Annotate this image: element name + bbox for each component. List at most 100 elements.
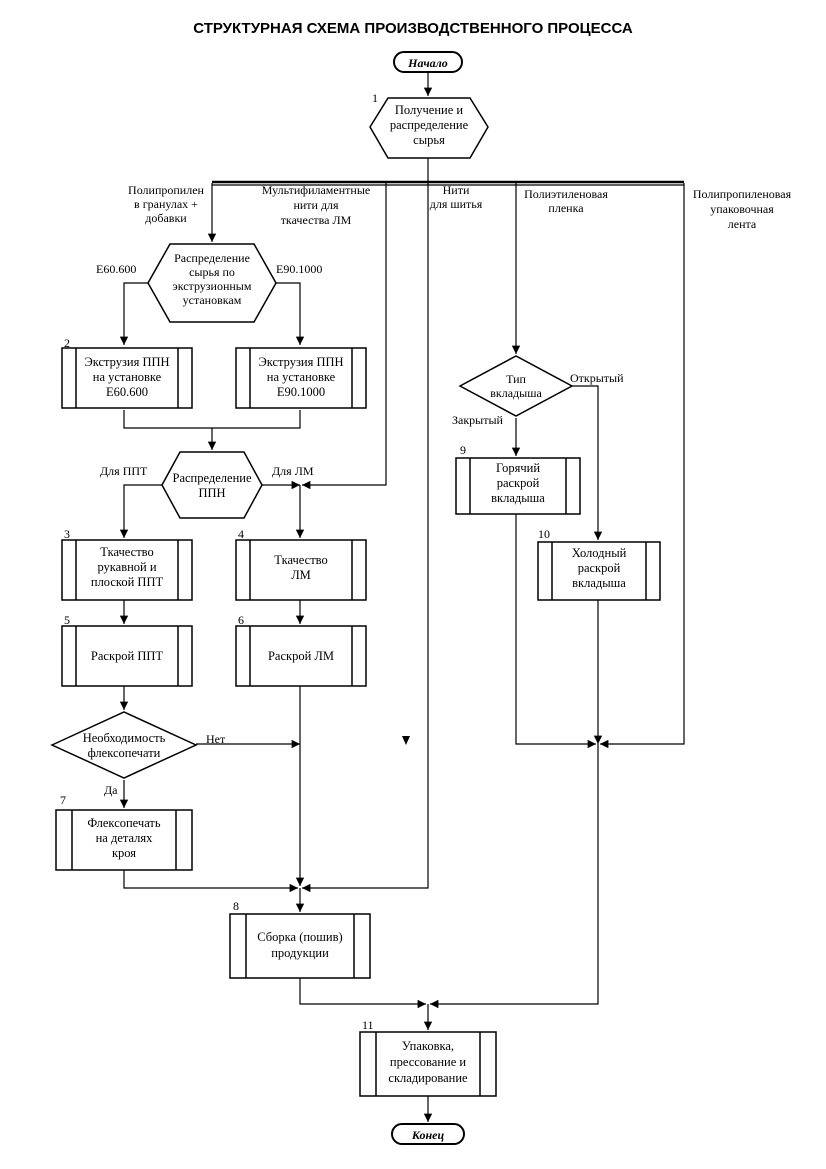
step-2a-box <box>61 347 193 409</box>
connector <box>302 183 429 893</box>
text-line: Экструзия ППН <box>258 355 343 369</box>
text-line: ткачества ЛМ <box>281 213 352 227</box>
text-line: экструзионным <box>173 279 252 293</box>
connector <box>515 514 596 749</box>
step-6-label: Раскрой ЛМ <box>268 649 334 663</box>
text-line: упаковочная <box>710 202 774 216</box>
stray-arrowhead <box>402 736 410 745</box>
text-line: флексопечати <box>88 746 161 760</box>
text-line: сырья <box>413 133 445 147</box>
text-line: Ткачество <box>100 545 153 559</box>
connector <box>123 410 301 429</box>
text-line: рукавной и <box>97 560 156 574</box>
text-line: Мультифиламентные <box>262 183 370 197</box>
connector <box>299 978 426 1009</box>
text-line: добавки <box>145 211 187 225</box>
connector <box>276 282 305 345</box>
text-line: складирование <box>388 1071 468 1085</box>
start-label: Начало <box>407 56 448 70</box>
step-number: 10 <box>538 527 550 541</box>
text-line: прессование и <box>390 1055 466 1069</box>
text-line: Сборка (пошив) <box>257 930 342 944</box>
text-line: Экструзия ППН <box>84 355 169 369</box>
e90-label: E90.1000 <box>276 262 322 276</box>
text-line: вкладыша <box>572 576 626 590</box>
step-11-box <box>359 1031 497 1097</box>
step-number: 6 <box>238 613 244 627</box>
yes-label: Да <box>104 783 118 797</box>
step-9-box <box>455 457 581 515</box>
text-line: распределение <box>390 118 469 132</box>
text-line: плоской ППТ <box>91 575 164 589</box>
text-line: вкладыша <box>491 491 545 505</box>
end-label: Конец <box>411 1128 445 1142</box>
page-title: СТРУКТУРНАЯ СХЕМА ПРОИЗВОДСТВЕННОГО ПРОЦ… <box>193 20 633 37</box>
text-line: Необходимость <box>83 731 166 745</box>
connectors <box>119 72 685 1122</box>
text-line: Горячий <box>496 461 540 475</box>
text-line: раскрой <box>578 561 621 575</box>
text-line: на деталях <box>96 831 154 845</box>
text-line: Флексопечать <box>87 816 160 830</box>
text-line: Полиэтиленовая <box>524 187 608 201</box>
for-lm-label: Для ЛМ <box>272 464 314 478</box>
text-line: Раскрой ППТ <box>91 649 163 663</box>
open-label: Открытый <box>570 371 624 385</box>
text-line: пленка <box>548 201 584 215</box>
text-line: Полипропилен <box>128 183 204 197</box>
text-line: вкладыша <box>490 386 542 400</box>
connector <box>430 744 599 1009</box>
text-line: для шитья <box>430 197 483 211</box>
text-line: Ткачество <box>274 553 327 567</box>
text-line: сырья по <box>189 265 235 279</box>
step-2b-box <box>235 347 367 409</box>
end-terminator <box>391 1123 465 1145</box>
text-line: Тип <box>506 372 526 386</box>
text-line: Полипропиленовая <box>693 187 792 201</box>
text-line: Холодный <box>572 546 627 560</box>
text-line: на установке <box>93 370 162 384</box>
text-line: Раскрой ЛМ <box>268 649 334 663</box>
text-line: Нити <box>443 183 470 197</box>
step-number: 3 <box>64 527 70 541</box>
step-5-label: Раскрой ППТ <box>91 649 163 663</box>
connector <box>600 183 685 749</box>
step-number: 9 <box>460 443 466 457</box>
start-terminator <box>393 51 463 73</box>
step-number: 5 <box>64 613 70 627</box>
step-10-box <box>537 541 661 601</box>
connector <box>302 183 387 490</box>
text-line: Упаковка, <box>402 1039 454 1053</box>
text-line: Получение и <box>395 103 463 117</box>
for-ppt-label: Для ППТ <box>100 464 148 478</box>
step-number: 4 <box>238 527 244 541</box>
text-line: раскрой <box>497 476 540 490</box>
text-line: продукции <box>271 946 329 960</box>
step-number: 2 <box>64 336 70 350</box>
step-4-box <box>235 539 367 601</box>
text-line: Распределение <box>174 251 250 265</box>
step-number: 11 <box>362 1018 374 1032</box>
step-number: 1 <box>372 91 378 105</box>
connector <box>119 282 148 345</box>
step-8-label: Сборка (пошив) продукции <box>257 930 342 960</box>
text-line: лента <box>728 217 757 231</box>
connector <box>572 385 603 540</box>
text-line: E90.1000 <box>277 385 325 399</box>
liner-decision <box>458 355 574 417</box>
text-line: на установке <box>267 370 336 384</box>
step-5-box <box>61 625 193 687</box>
text-line: ЛМ <box>291 568 311 582</box>
